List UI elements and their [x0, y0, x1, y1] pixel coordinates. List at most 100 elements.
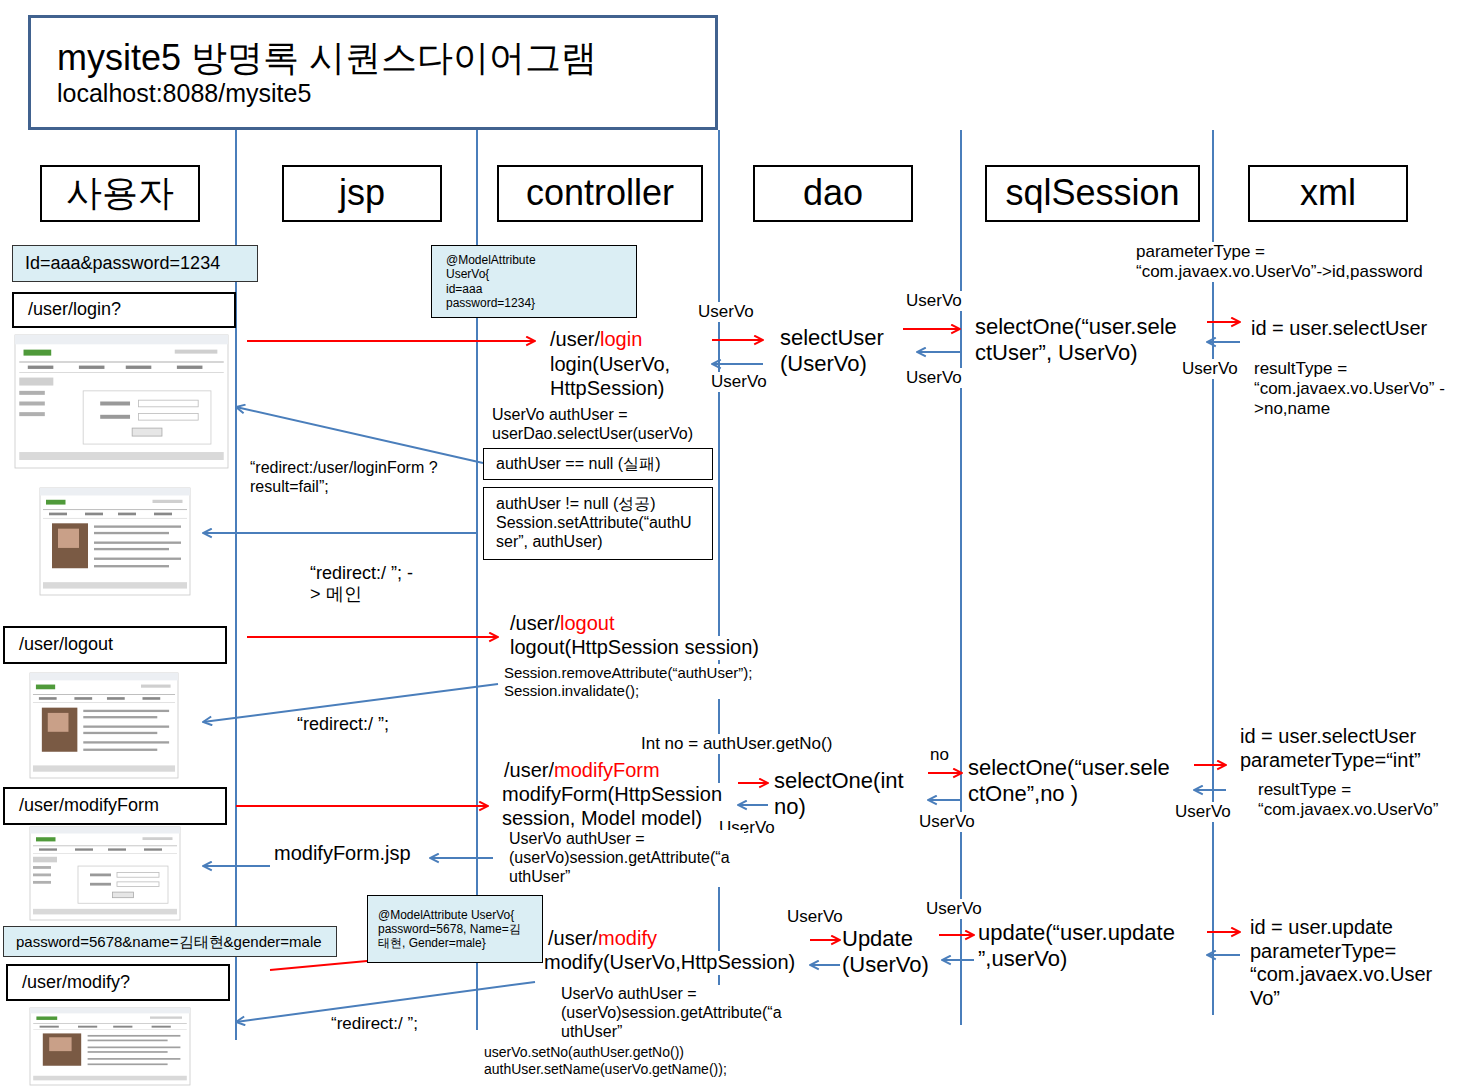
url-keyword: login — [600, 328, 642, 352]
screenshot-part — [19, 452, 223, 460]
return-arrow — [928, 799, 962, 801]
screenshot-part — [83, 741, 169, 743]
page-screenshot — [30, 827, 180, 920]
screenshot-part — [126, 366, 152, 369]
node-text: mysite5 방명록 시퀀스다이어그램 — [57, 37, 597, 79]
message-label: modifyForm(HttpSession session, Model mo… — [502, 783, 733, 830]
screenshot-part — [83, 726, 169, 728]
screenshot-part — [36, 1016, 57, 1019]
condition-box: authUser != null (성공) Session.setAttribu… — [483, 487, 713, 560]
screenshot-part — [33, 874, 51, 877]
screenshot-part — [33, 909, 177, 915]
screenshot-part — [42, 708, 78, 752]
message-label: UserVo — [711, 372, 767, 392]
lifeline-header: sqlSession — [985, 165, 1200, 222]
screenshot-part — [132, 428, 162, 436]
screenshot-part — [118, 513, 136, 516]
message-label: UserVo — [906, 291, 962, 311]
node-text: /user/modify? — [22, 972, 130, 993]
message-label: update(“user.update ”,userVo) — [978, 920, 1203, 972]
screenshot-part — [30, 1008, 190, 1085]
request-box: /user/modifyForm — [3, 787, 227, 825]
request-arrow — [738, 782, 768, 784]
screenshot-part — [40, 1026, 59, 1028]
return-arrow — [917, 351, 960, 353]
screenshot-part — [43, 517, 187, 518]
screenshot-part — [48, 713, 69, 732]
screenshot-part — [117, 882, 159, 887]
condition-box: authUser == null (실패) — [483, 448, 713, 480]
screenshot-part — [88, 1047, 181, 1049]
message-label: logout(HttpSession session) — [510, 636, 759, 660]
screenshot-part — [94, 558, 181, 560]
message-label: Int no = authUser.getNo() — [641, 734, 832, 754]
screenshot-part — [94, 542, 181, 544]
screenshot-part — [19, 372, 223, 374]
screenshot-part — [79, 366, 105, 369]
message-label: login(UserVo, HttpSession) — [550, 353, 690, 400]
screenshot-part — [88, 1051, 168, 1053]
return-arrow — [942, 959, 974, 961]
url-keyword: modify — [598, 927, 657, 951]
message-label: UserVo — [919, 812, 975, 832]
parameter-box: password=5678&name=김태현&gender=male — [3, 926, 337, 957]
node-text: localhost:8088/mysite5 — [57, 79, 311, 109]
screenshot-part — [33, 694, 175, 696]
message-label: selectOne(“user.sele ctOne”,no ) — [968, 755, 1190, 807]
request-arrow — [903, 328, 960, 330]
screenshot-part — [24, 350, 52, 356]
return-arrow — [712, 363, 763, 365]
screenshot-part — [94, 548, 169, 550]
screenshot-part — [36, 837, 56, 841]
message-label: modify(UserVo,HttpSession) — [544, 951, 795, 975]
return-arrow — [810, 964, 840, 966]
node-text: @ModelAttribute UserVo{ password=5678, N… — [378, 908, 528, 950]
message-label: /user/ — [504, 759, 554, 783]
screenshot-part — [30, 827, 180, 834]
message-label: “redirect:/ ”; -> 메인 — [310, 563, 422, 605]
request-box: /user/login? — [12, 292, 236, 328]
screenshot-part — [113, 1026, 132, 1028]
screenshot-part — [19, 402, 45, 406]
screenshot-part — [143, 837, 173, 840]
lifeline-header: xml — [1248, 165, 1408, 222]
screenshot-part — [107, 697, 125, 700]
screenshot-part — [154, 513, 172, 516]
return-arrow — [203, 865, 270, 867]
message-label: “redirect:/ ”; — [331, 1014, 418, 1034]
lifeline-header: controller — [497, 165, 703, 222]
message-label: selectUser (UserVo) — [780, 325, 898, 377]
url-keyword: modifyForm — [554, 759, 660, 783]
screenshot-part — [88, 1063, 168, 1065]
screenshot-part — [142, 697, 160, 700]
return-arrow — [738, 804, 768, 806]
lifeline — [960, 130, 962, 1025]
message-label: /user/ — [550, 328, 600, 352]
screenshot-part — [88, 1058, 181, 1060]
screenshot-part — [83, 710, 169, 712]
node-text: jsp — [339, 172, 385, 214]
screenshot-part — [33, 765, 175, 771]
node-text: controller — [526, 172, 674, 214]
message-label: UserVo — [906, 368, 962, 388]
screenshot-part — [28, 366, 54, 369]
screenshot-part — [19, 391, 45, 395]
screenshot-part — [139, 400, 199, 407]
page-screenshot — [40, 488, 190, 595]
screenshot-part — [94, 532, 169, 534]
screenshot-part — [117, 873, 159, 878]
screenshot-part — [177, 366, 203, 369]
screenshot-part — [78, 866, 168, 903]
screenshot-part — [33, 1023, 187, 1024]
screenshot-part — [30, 1008, 190, 1013]
return-arrow — [430, 857, 493, 859]
screenshot-part — [83, 716, 157, 718]
screenshot-part — [46, 500, 66, 505]
page-screenshot — [15, 335, 228, 468]
return-arrow — [1194, 789, 1226, 791]
lifeline-header: jsp — [282, 165, 442, 222]
screenshot-part — [33, 866, 51, 869]
lifeline — [718, 130, 720, 1030]
node-text: authUser != null (성공) Session.setAttribu… — [496, 495, 700, 552]
